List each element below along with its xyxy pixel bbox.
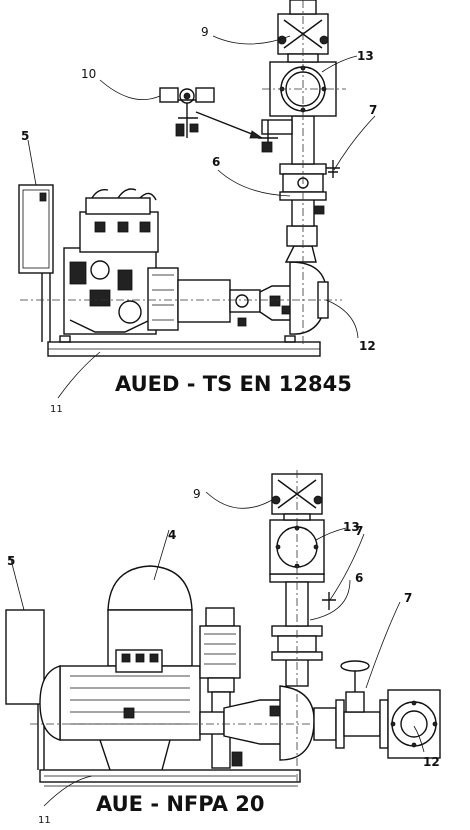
callout-13: 13	[343, 520, 360, 534]
control-panel	[5, 609, 45, 705]
control-panel	[18, 184, 54, 274]
callout-10: 10	[81, 67, 96, 81]
leader-9-bottom	[205, 491, 273, 509]
callout-7b: 7	[404, 591, 412, 605]
end-suction-pump	[223, 685, 315, 761]
handwheel	[340, 660, 370, 672]
leader-13-bottom	[315, 527, 347, 541]
diesel-pump-set-drawing: 9 13 10 7 5 6 12 11 AUED - TS EN 12845	[18, 0, 377, 415]
discharge-pipe	[269, 470, 336, 790]
coupling-housing	[177, 279, 231, 323]
callout-9: 9	[193, 487, 201, 501]
leader-13-top	[321, 55, 358, 73]
leader-5-top	[27, 139, 37, 186]
callout-11: 11	[50, 404, 63, 415]
callout-7: 7	[369, 103, 377, 117]
leader-12-top	[325, 299, 359, 339]
callout-4: 4	[168, 528, 176, 542]
caption-bottom: AUE - NFPA 20	[96, 792, 265, 816]
electric-motor	[39, 649, 201, 771]
coupling	[199, 711, 225, 735]
leader-6-top	[217, 169, 291, 197]
leader-9-top	[212, 35, 291, 45]
callout-12: 12	[423, 755, 440, 769]
leader-12-bottom	[413, 725, 425, 753]
callout-5: 5	[7, 554, 15, 568]
jockey-pump	[199, 607, 243, 769]
callout-12: 12	[359, 339, 376, 353]
end-suction-pump	[259, 261, 329, 335]
callout-6: 6	[212, 155, 220, 169]
suction-flange	[387, 689, 441, 759]
diesel-engine	[63, 188, 179, 335]
callout-6: 6	[355, 571, 363, 585]
leader-7b-bottom	[365, 601, 401, 689]
leader-11-bottom	[43, 775, 93, 807]
leader-11-top	[57, 351, 101, 399]
jockey-tank	[107, 565, 193, 611]
callout-11: 11	[38, 815, 51, 826]
leader-10	[99, 79, 161, 100]
leader-5-bottom	[9, 555, 25, 611]
callout-9: 9	[201, 25, 209, 39]
callout-7a: 7	[355, 524, 363, 538]
leader-7-top	[333, 115, 376, 171]
callout-13: 13	[357, 49, 374, 63]
leader-7a-bottom	[329, 533, 365, 601]
electric-pump-set-drawing: 9 13 7 4 5 6 7 12 11 AUE - NFPA 20	[5, 470, 441, 826]
pressure-switch-assembly	[159, 87, 264, 139]
suction-pipe	[313, 660, 441, 759]
leader-6-bottom	[309, 579, 351, 621]
gate-valve-suction	[345, 691, 365, 713]
callout-5: 5	[21, 129, 29, 143]
discharge-pipe	[258, 0, 346, 345]
caption-top: AUED - TS EN 12845	[115, 372, 352, 396]
leader-4	[153, 529, 170, 581]
